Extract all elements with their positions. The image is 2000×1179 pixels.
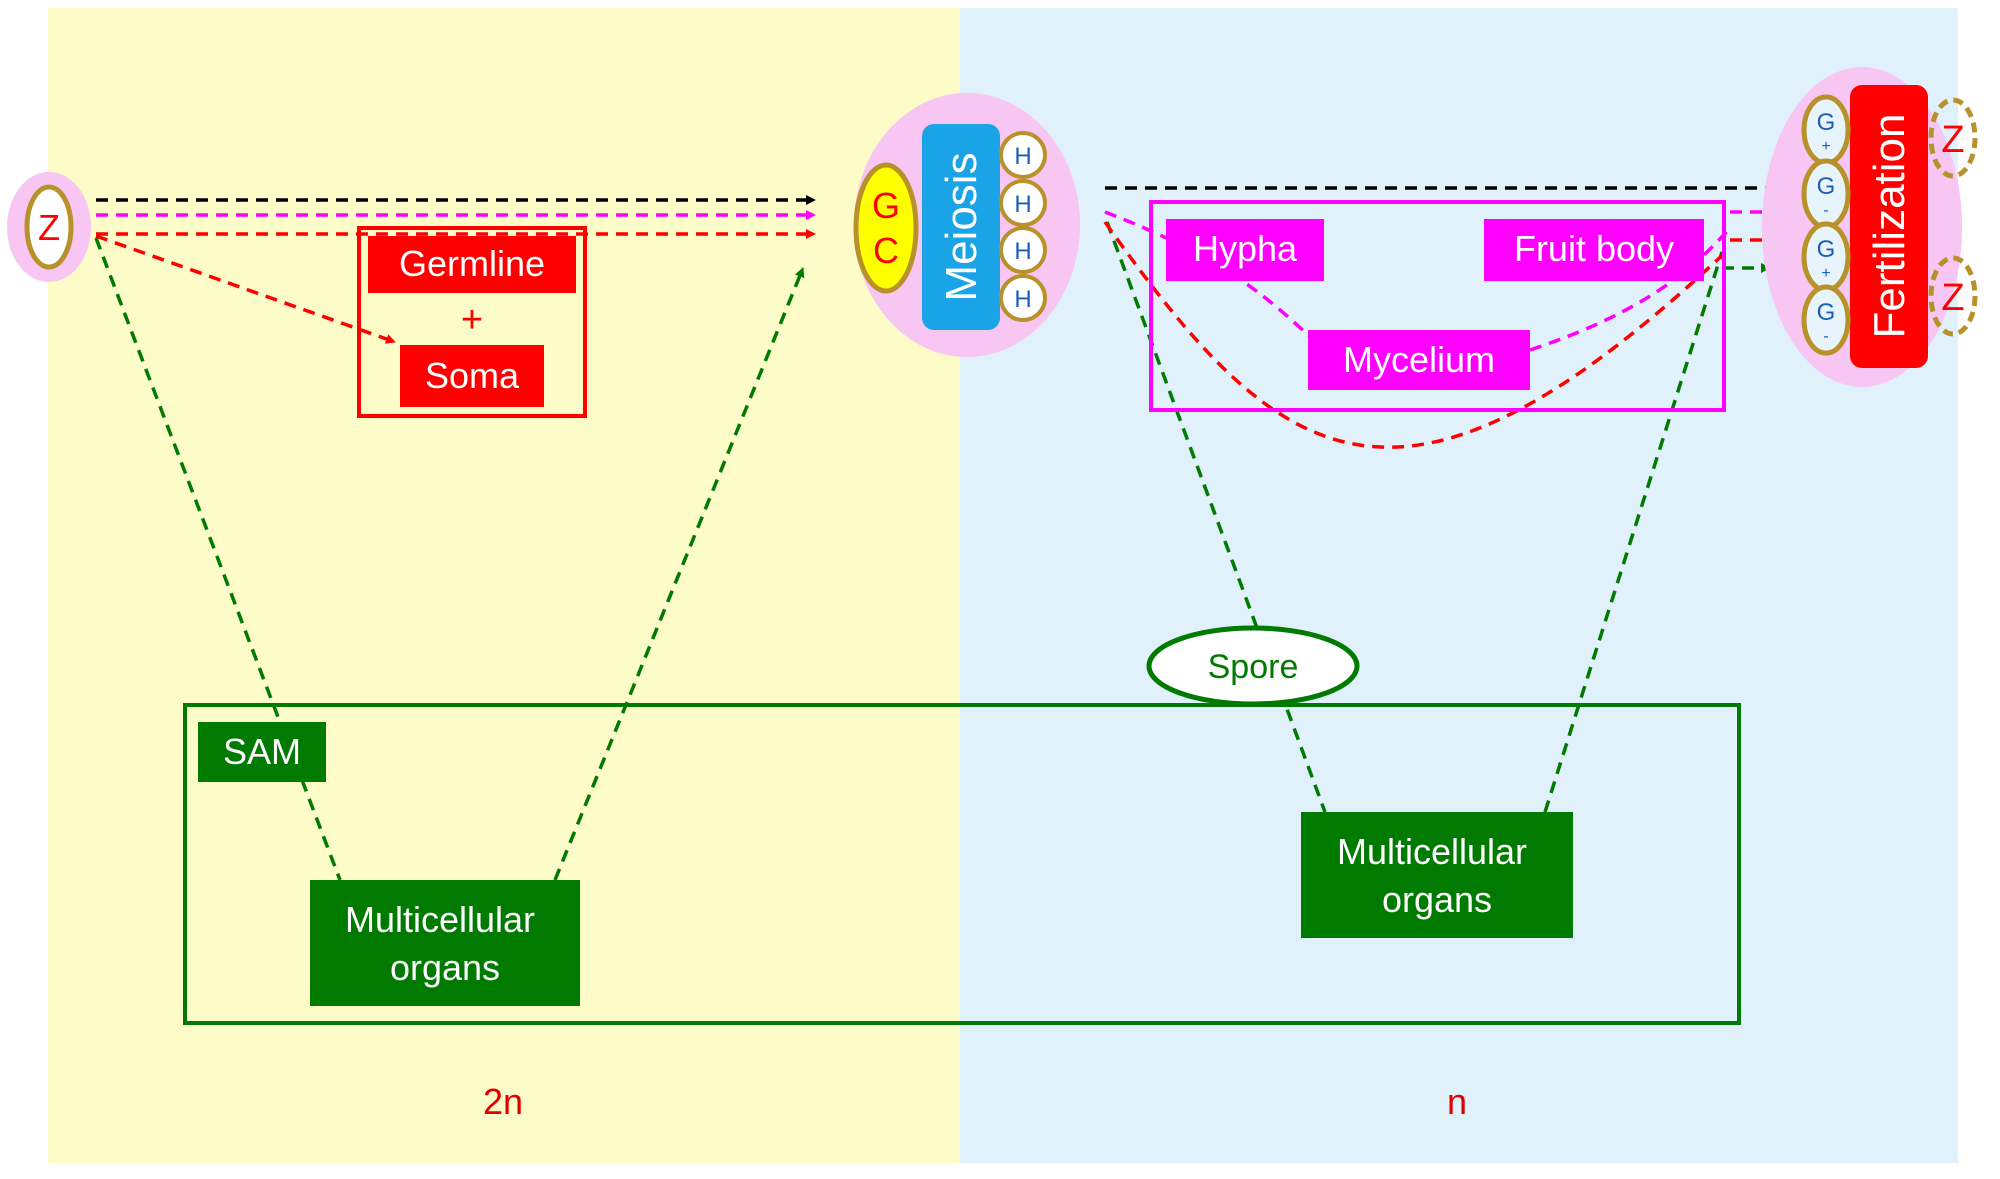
offspring-zygote-2-label: Z — [1941, 277, 1964, 319]
organs-diploid-line-1: Multicellular — [345, 899, 535, 940]
fungus-fruit-body-path — [1529, 226, 1732, 352]
meiosis-box — [922, 124, 1000, 330]
animal-soma-path — [95, 234, 396, 344]
gamete-1-sign: + — [1821, 138, 1830, 155]
germline-box — [368, 236, 576, 293]
haploid-cell-4-label: H — [1014, 286, 1031, 313]
gamete-2-letter: G — [1817, 173, 1836, 200]
soma-box — [400, 345, 544, 407]
meiosis-label: Meiosis — [937, 152, 986, 301]
gamete-4 — [1801, 284, 1851, 356]
fruit-body-box — [1484, 219, 1704, 281]
mycelium-label: Mycelium — [1343, 339, 1495, 380]
haploid-cell-3-label: H — [1014, 238, 1031, 265]
germline-label: Germline — [399, 243, 545, 284]
offspring-zygotes: Z Z — [1928, 97, 1978, 337]
fungus-frame — [1149, 200, 1726, 412]
fruit-body-label: Fruit body — [1514, 228, 1674, 269]
multicellular-organs-haploid-box — [1301, 812, 1573, 938]
gametes: G + G - G + G - — [1801, 94, 1851, 356]
haploid-cell-4 — [999, 274, 1047, 322]
hypha-label: Hypha — [1193, 228, 1298, 269]
plant-haploid-path-up — [1543, 251, 1724, 813]
haploid-phase-label: n — [1447, 1081, 1467, 1122]
multicellular-organs-haploid-label: Multicellular organs — [1337, 831, 1537, 920]
zygote-cell — [24, 184, 74, 270]
multicellular-organs-diploid-label: Multicellular organs — [345, 899, 545, 988]
haploid-cell-3 — [999, 226, 1047, 274]
gamete-4-letter: G — [1817, 299, 1836, 326]
organs-haploid-line-2: organs — [1382, 879, 1492, 920]
plant-diploid-path-down — [94, 237, 342, 881]
gamete-3-sign: + — [1821, 265, 1830, 282]
gamete-1-letter: G — [1817, 109, 1836, 136]
organs-haploid-line-1: Multicellular — [1337, 831, 1527, 872]
offspring-zygote-1-label: Z — [1941, 119, 1964, 161]
germ-cell-letter-c: C — [873, 230, 899, 271]
sam-box — [198, 722, 326, 782]
spore-label: Spore — [1208, 648, 1299, 686]
germ-cell-letter-g: G — [872, 185, 900, 226]
plus-sign: + — [461, 299, 483, 341]
offspring-zygote-2 — [1928, 255, 1978, 337]
germ-cell — [853, 162, 919, 294]
soma-label: Soma — [425, 355, 520, 396]
fertilization-box — [1850, 85, 1928, 368]
red-haploid-curve — [1103, 220, 1732, 449]
spore-cell — [1146, 625, 1360, 707]
plant-diploid-path-up — [553, 267, 805, 881]
mycelium-box — [1308, 330, 1530, 390]
diploid-phase-label: 2n — [483, 1081, 523, 1122]
plant-life-cycle-frame — [183, 703, 1741, 1025]
haploid-cell-2-label: H — [1014, 191, 1031, 218]
haploid-cell-2 — [999, 179, 1047, 227]
fertilization-label: Fertilization — [1865, 114, 1914, 339]
offspring-zygote-1 — [1928, 97, 1978, 179]
multicellular-organs-diploid-box — [310, 880, 580, 1006]
haploid-cell-1 — [999, 131, 1047, 179]
zygote-label: Z — [38, 207, 60, 248]
haploid-cells: H H H H — [999, 131, 1047, 322]
haploid-cell-1-label: H — [1014, 143, 1031, 170]
gamete-3-letter: G — [1817, 236, 1836, 263]
germline-soma-frame — [357, 226, 587, 418]
plant-haploid-path-down — [1105, 221, 1327, 813]
hypha-box — [1166, 219, 1324, 281]
organs-diploid-line-2: organs — [390, 947, 500, 988]
sam-label: SAM — [223, 731, 301, 772]
gamete-2-sign: - — [1823, 202, 1828, 219]
gamete-4-sign: - — [1823, 328, 1828, 345]
